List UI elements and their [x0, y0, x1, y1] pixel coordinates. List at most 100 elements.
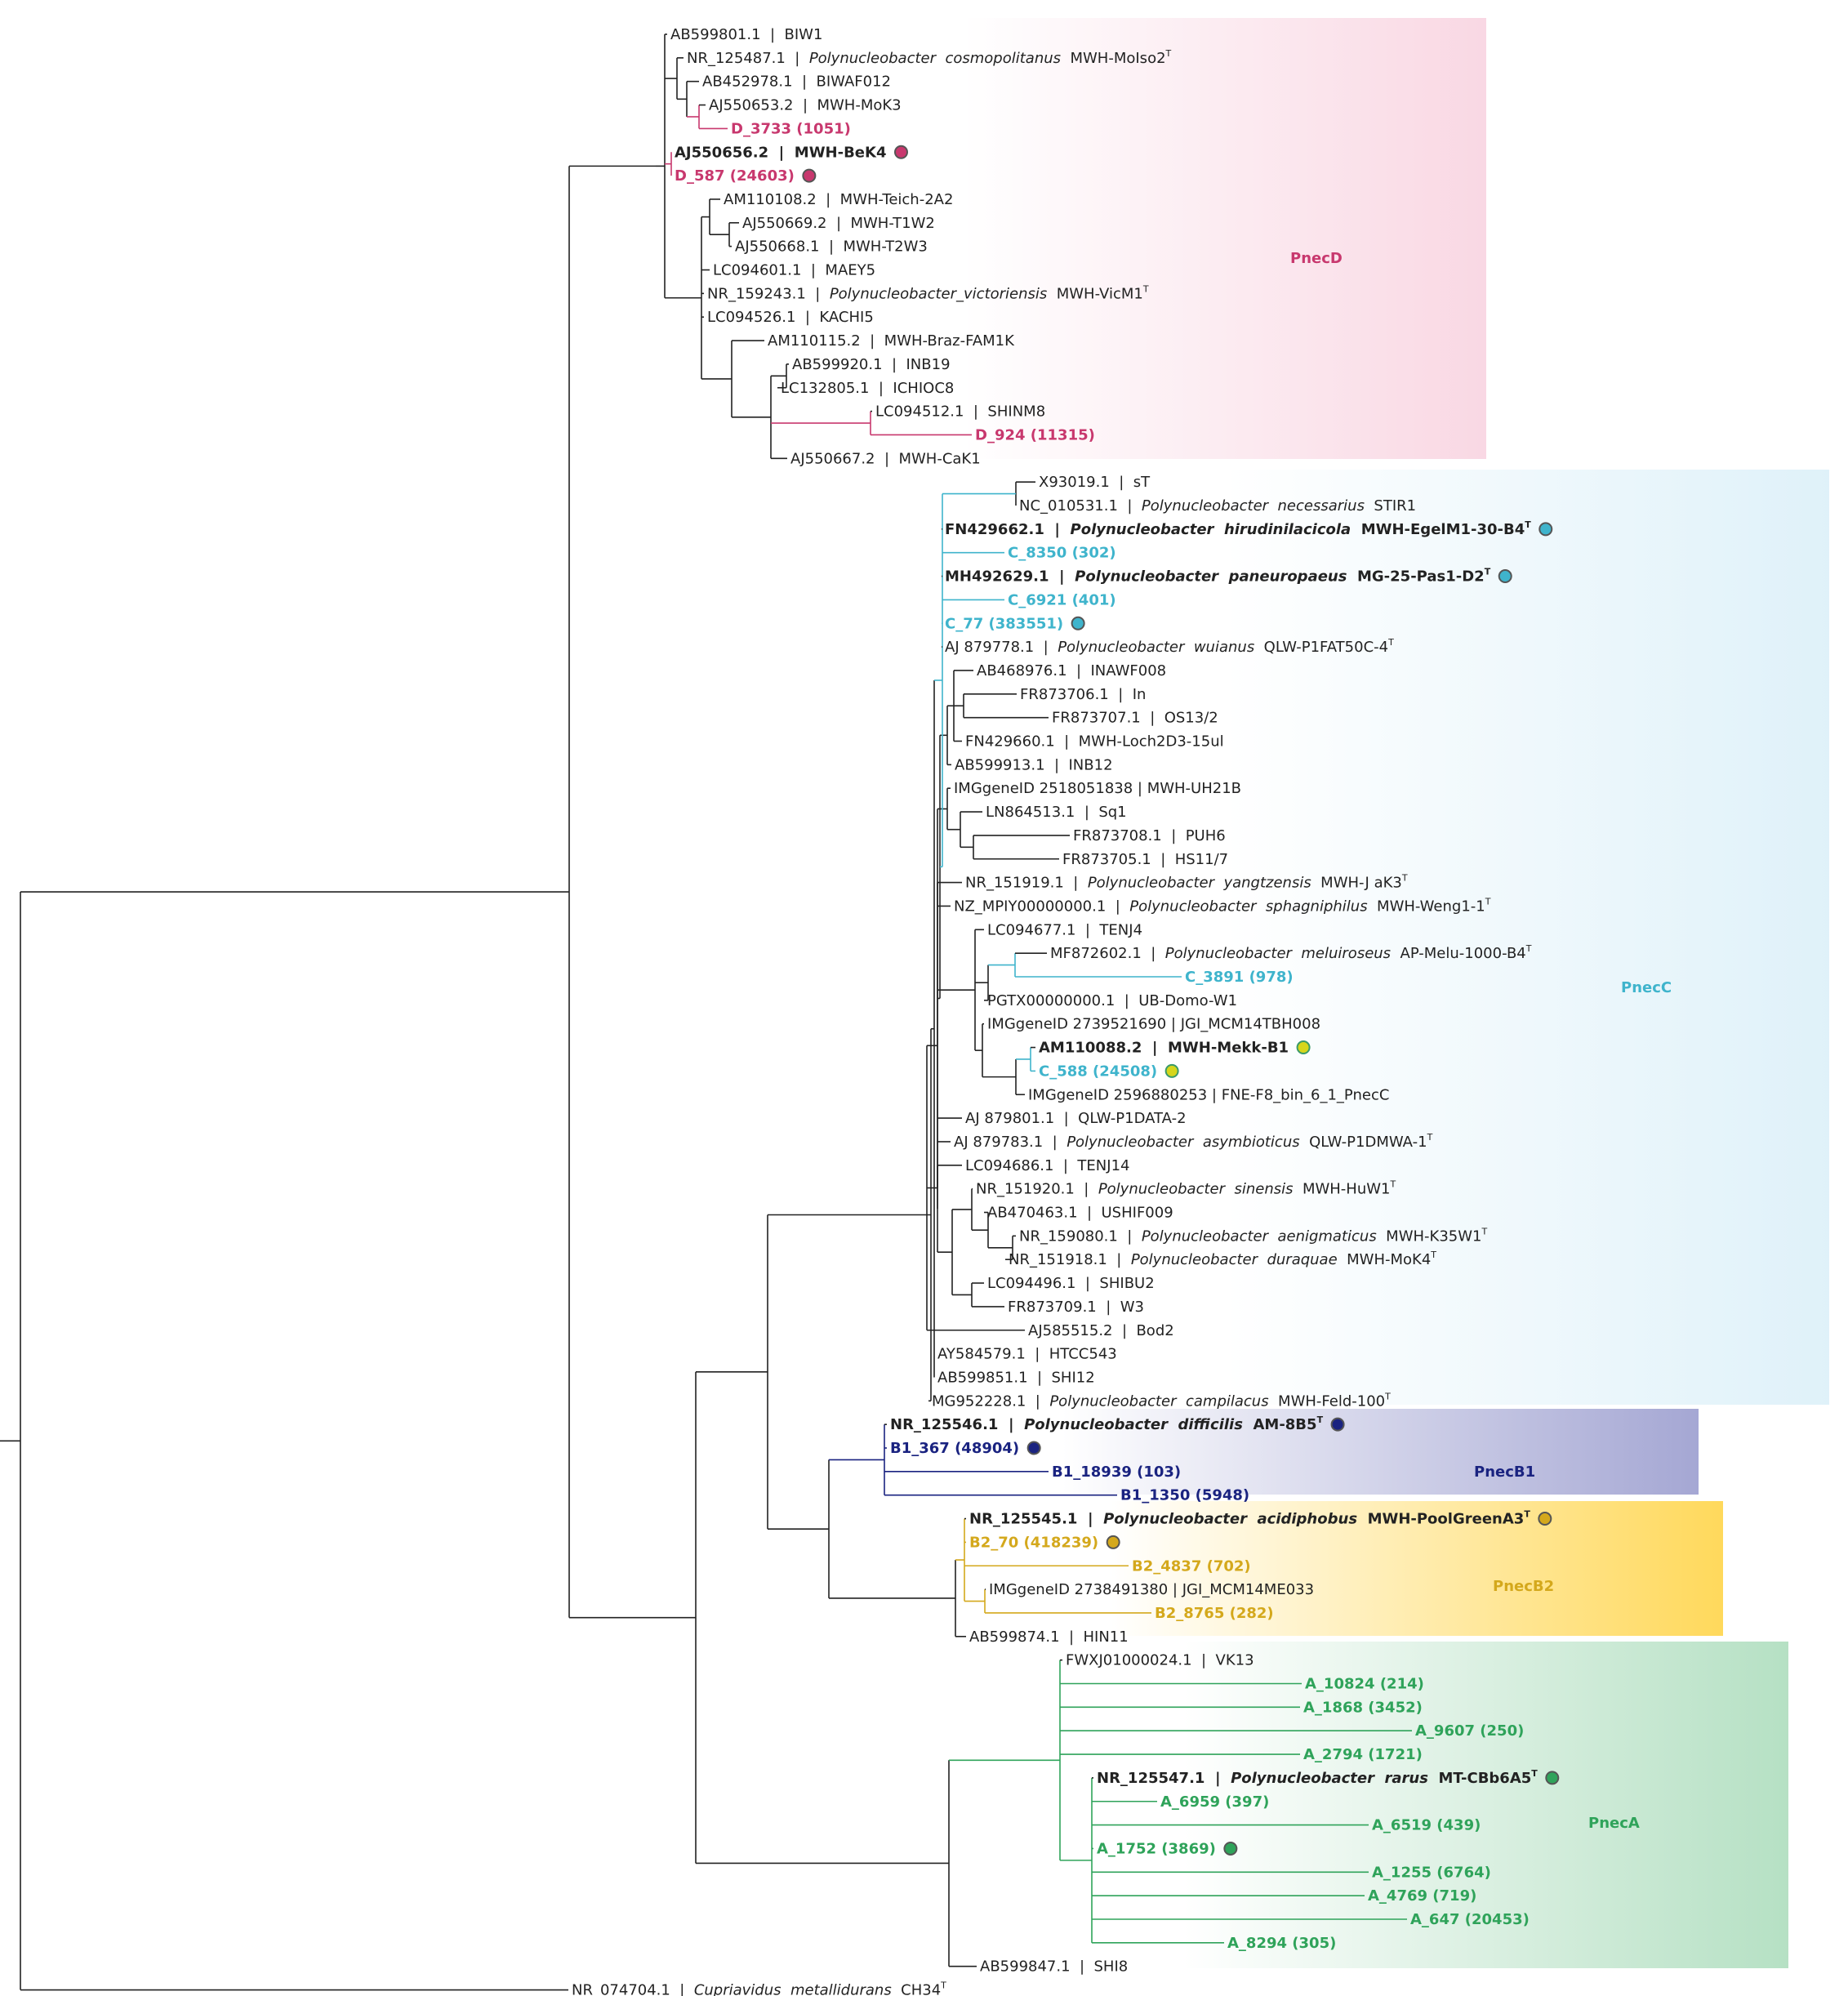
- leaf-label: NR_151918.1 | Polynucleobacter duraquae …: [1009, 1250, 1436, 1268]
- clade-bands: [964, 18, 1829, 1968]
- leaf-label-part: MWH-PoolGreenA3: [1357, 1511, 1524, 1528]
- type-strain-superscript: T: [940, 1980, 946, 1991]
- leaf-label-part: C_77 (383551): [945, 615, 1063, 632]
- type-strain-superscript: T: [1525, 519, 1531, 530]
- leaf-label-part: AJ 879778.1 |: [945, 639, 1058, 656]
- leaf-label-part: Polynucleobacter sphagniphilus: [1129, 898, 1367, 915]
- leaf-label-part: MWH-J aK3: [1311, 875, 1402, 892]
- leaf-label-part: FR873708.1 | PUH6: [1073, 827, 1226, 844]
- leaf-label-part: X93019.1 | sT: [1039, 474, 1151, 491]
- leaf-label-part: Polynucleobacter asymbioticus: [1066, 1134, 1299, 1151]
- leaf-label-part: MT-CBb6A5: [1428, 1770, 1531, 1787]
- leaf-label: AB599874.1 | HIN11: [969, 1628, 1129, 1646]
- type-strain-superscript: T: [1387, 637, 1394, 648]
- leaf-label-part: LC132805.1 | ICHIOC8: [781, 380, 954, 397]
- leaf-label: AY584579.1 | HTCC543: [937, 1346, 1117, 1363]
- leaf-label-part: FN429662.1 |: [945, 521, 1071, 538]
- leaf-label-part: AM110108.2 | MWH-Teich-2A2: [724, 191, 953, 208]
- marker-circle: [1539, 522, 1553, 537]
- leaf-label-part: AB599847.1 | SHI8: [980, 1958, 1128, 1976]
- leaf-label-part: AJ 879801.1 | QLW-P1DATA-2: [965, 1110, 1187, 1127]
- leaf-label: MG952228.1 | Polynucleobacter campilacus…: [932, 1391, 1391, 1410]
- leaf-label-part: C_8350 (302): [1008, 545, 1116, 562]
- leaf-label-part: B1_18939 (103): [1052, 1464, 1181, 1481]
- clade-label-b2: PnecB2: [1493, 1578, 1554, 1595]
- leaf-label-part: Cupriavidus metallidurans: [694, 1982, 892, 1996]
- leaf-label: D_3733 (1051): [731, 120, 851, 137]
- leaf-label-part: B2_70 (418239): [969, 1534, 1098, 1551]
- leaf-label-part: MH492629.1 |: [945, 568, 1075, 586]
- marker-circle: [1498, 569, 1512, 584]
- leaf-label: NR_125547.1 | Polynucleobacter rarus MT-…: [1097, 1768, 1538, 1787]
- leaf-label: NR_159243.1 | Polynucleobacter_victorien…: [707, 283, 1149, 302]
- leaf-label-part: B2_8765 (282): [1155, 1605, 1274, 1622]
- leaf-label: D_587 (24603): [675, 167, 795, 185]
- leaf-label: C_6921 (401): [1008, 591, 1116, 608]
- leaf-label: NR_151919.1 | Polynucleobacter yangtzens…: [965, 873, 1408, 892]
- leaf-label-part: MWH-HuW1: [1294, 1181, 1391, 1198]
- clade-label-d: PnecD: [1290, 250, 1343, 267]
- leaf-label: AJ 879801.1 | QLW-P1DATA-2: [965, 1110, 1187, 1127]
- leaf-label: A_8294 (305): [1227, 1935, 1336, 1952]
- leaf-label: LC094677.1 | TENJ4: [987, 921, 1142, 938]
- leaf-label-part: Polynucleobacter acidiphobus: [1103, 1511, 1357, 1528]
- leaf-label: A_6959 (397): [1160, 1793, 1269, 1811]
- leaf-label-part: IMGgeneID 2739521690 | JGI_MCM14TBH008: [987, 1016, 1320, 1033]
- leaf-label-part: LC094526.1 | KACHI5: [707, 309, 874, 326]
- leaf-label: A_647 (20453): [1410, 1911, 1530, 1928]
- leaf-label-part: AJ550669.2 | MWH-T1W2: [742, 215, 935, 232]
- type-strain-superscript: T: [1427, 1132, 1433, 1143]
- leaf-label-part: MWH-EgelM1-30-B4: [1351, 521, 1525, 538]
- marker-circle: [802, 168, 817, 183]
- leaf-label: FR873706.1 | In: [1020, 686, 1146, 703]
- leaf-label: AB599847.1 | SHI8: [980, 1958, 1128, 1976]
- leaf-label-part: LC094512.1 | SHINM8: [875, 403, 1045, 421]
- leaf-label: AB599851.1 | SHI12: [937, 1369, 1095, 1386]
- leaf-label-part: Polynucleobacter aenigmaticus: [1142, 1227, 1377, 1245]
- leaf-label: D_924 (11315): [975, 426, 1095, 443]
- leaf-label: B2_4837 (702): [1132, 1557, 1251, 1575]
- leaf-label-part: NR_125546.1 |: [890, 1416, 1024, 1433]
- leaf-label-part: AB599920.1 | INB19: [792, 356, 951, 373]
- leaf-label-part: A_8294 (305): [1227, 1935, 1336, 1952]
- leaf-label-part: NR_151920.1 |: [976, 1181, 1098, 1198]
- leaf-label-part: AB468976.1 | INAWF008: [977, 662, 1166, 679]
- leaf-label: AJ585515.2 | Bod2: [1028, 1322, 1174, 1339]
- tree-branches: [0, 33, 1412, 1991]
- leaf-label-part: Polynucleobacter_victoriensis: [830, 285, 1047, 302]
- leaf-label-part: IMGgeneID 2596880253 | FNE-F8_bin_6_1_Pn…: [1028, 1086, 1389, 1103]
- leaf-label: FWXJ01000024.1 | VK13: [1066, 1652, 1254, 1669]
- leaf-label: A_1255 (6764): [1372, 1864, 1491, 1881]
- leaf-label: AB470463.1 | USHIF009: [987, 1205, 1173, 1222]
- leaf-label-part: NZ_MPIY00000000.1 |: [954, 898, 1129, 915]
- marker-circle: [893, 145, 908, 159]
- leaf-label: C_3891 (978): [1185, 969, 1294, 986]
- leaf-label-part: Polynucleobacter yangtzensis: [1088, 875, 1311, 892]
- leaf-label-part: MWH-MoIso2: [1061, 50, 1166, 67]
- leaf-label-part: LN864513.1 | Sq1: [986, 804, 1127, 821]
- type-strain-superscript: T: [1384, 1391, 1391, 1401]
- leaf-label: NR_125545.1 | Polynucleobacter acidiphob…: [969, 1509, 1530, 1528]
- leaf-label-part: C_588 (24508): [1039, 1063, 1157, 1080]
- leaf-label: LC094512.1 | SHINM8: [875, 403, 1045, 421]
- leaf-label: AB599920.1 | INB19: [792, 356, 951, 373]
- leaf-label-part: LC094601.1 | MAEY5: [713, 262, 875, 279]
- leaf-label-part: MWH-Feld-100: [1269, 1392, 1386, 1410]
- leaf-label: AB452978.1 | BIWAF012: [702, 74, 891, 91]
- leaf-label-part: Polynucleobacter difficilis: [1024, 1416, 1243, 1433]
- leaf-label: LN864513.1 | Sq1: [986, 804, 1127, 821]
- leaf-label-part: FR873706.1 | In: [1020, 686, 1146, 703]
- leaf-label: FN429660.1 | MWH-Loch2D3-15ul: [965, 733, 1224, 751]
- type-strain-superscript: T: [1531, 1768, 1538, 1779]
- clade-label-a: PnecA: [1588, 1815, 1640, 1832]
- leaf-label-part: NR_151918.1 |: [1009, 1251, 1131, 1268]
- leaf-label-part: A_647 (20453): [1410, 1911, 1530, 1928]
- leaf-label-part: LC094686.1 | TENJ14: [965, 1157, 1129, 1174]
- clade-band-d: [964, 18, 1486, 459]
- type-strain-superscript: T: [1317, 1415, 1324, 1425]
- leaf-label-part: NR_151919.1 |: [965, 875, 1088, 892]
- leaf-label: AM110108.2 | MWH-Teich-2A2: [724, 191, 953, 208]
- leaf-label-part: B1_1350 (5948): [1120, 1487, 1249, 1504]
- leaf-label-part: AJ585515.2 | Bod2: [1028, 1322, 1174, 1339]
- type-strain-markers: [802, 145, 1560, 1856]
